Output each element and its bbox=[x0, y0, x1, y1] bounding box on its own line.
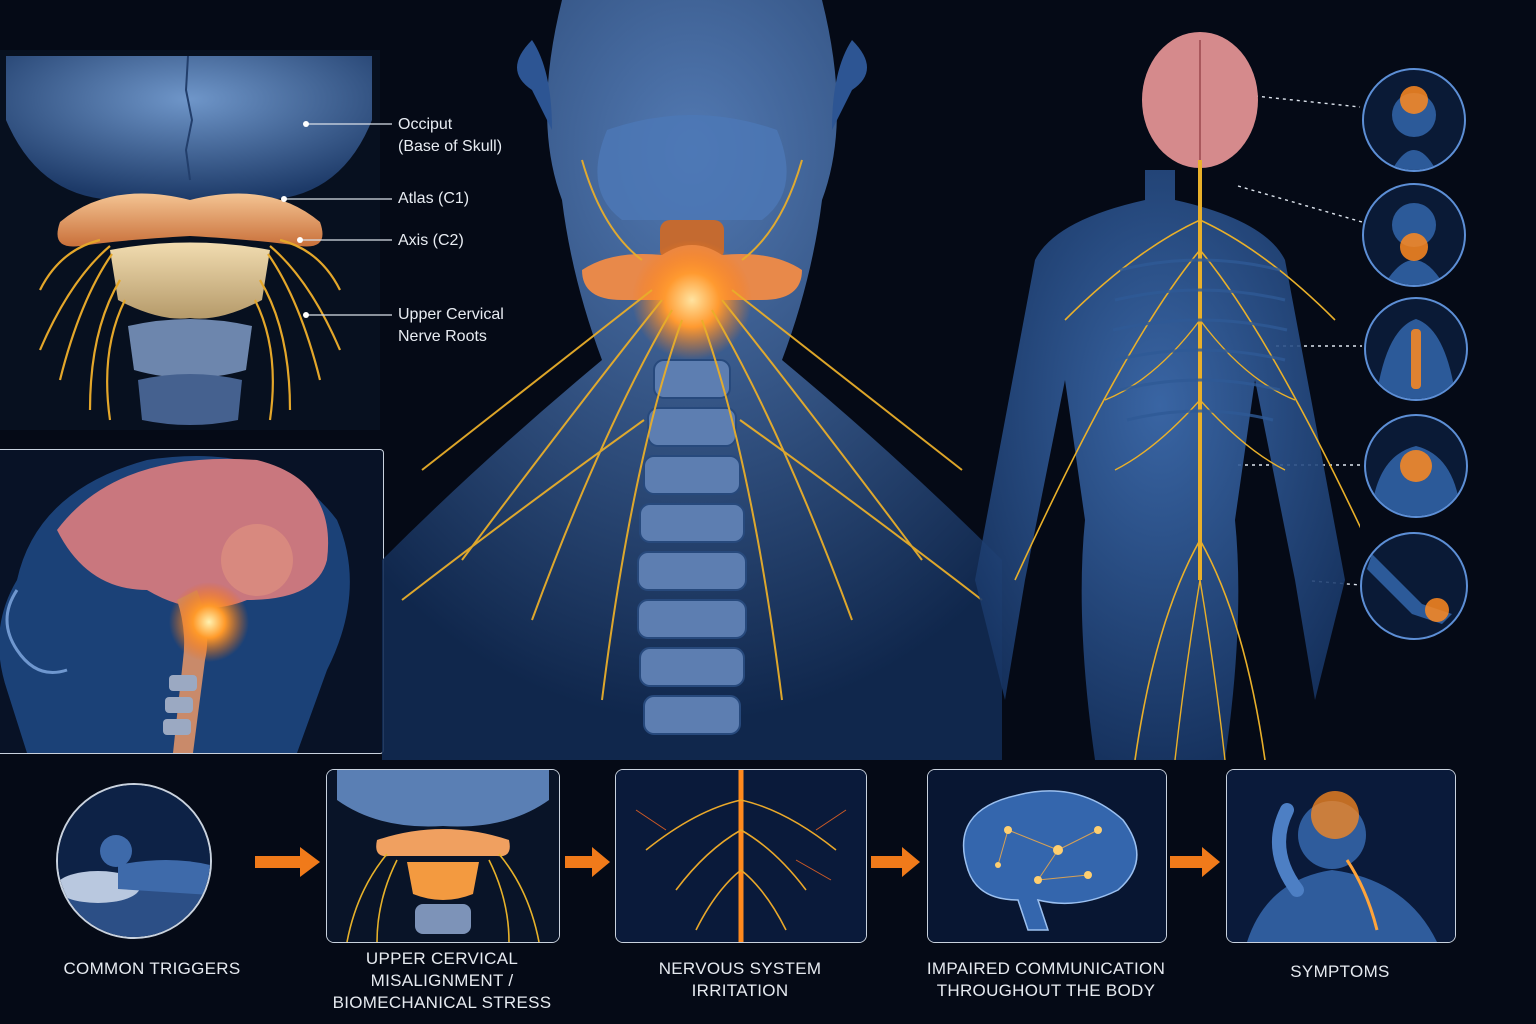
brain-network-icon bbox=[928, 770, 1166, 942]
flow-step-1-label: COMMON TRIGGERS bbox=[63, 959, 241, 978]
label-atlas-c1: Atlas (C1) bbox=[398, 190, 470, 207]
flow-arrow-4 bbox=[1170, 847, 1220, 877]
nerve-roots bbox=[38, 238, 342, 421]
cervical-vertebrae bbox=[637, 359, 747, 735]
symptom-circle-arm-hand bbox=[1360, 532, 1468, 640]
spinal-nerves-icon bbox=[616, 770, 866, 942]
head-symptom-icon bbox=[1392, 86, 1436, 170]
pain-glow bbox=[169, 582, 249, 662]
flow-step-5-image bbox=[1226, 769, 1456, 943]
flow-step-2-label: UPPER CERVICAL MISALIGNMENT / BIOMECHANI… bbox=[332, 949, 552, 1012]
symptom-circle-shoulders bbox=[1364, 414, 1468, 518]
sleeping-person-icon bbox=[58, 785, 210, 937]
upper-back-symptom-icon bbox=[1376, 319, 1456, 399]
cerebellum bbox=[221, 524, 293, 596]
symptom-circle-head bbox=[1362, 68, 1466, 172]
label-axis-c2: Axis (C2) bbox=[398, 232, 464, 249]
spinal-cord-and-nerves bbox=[1014, 160, 1360, 760]
axis-c2 bbox=[110, 242, 270, 319]
body-silhouette bbox=[975, 170, 1345, 760]
flow-step-4-image bbox=[927, 769, 1167, 943]
flow-step-5-label: SYMPTOMS bbox=[1290, 962, 1390, 981]
ribcage bbox=[1112, 258, 1288, 422]
flow-step-3-label: NERVOUS SYSTEM IRRITATION bbox=[658, 959, 822, 1000]
cervical-nerves bbox=[401, 159, 983, 701]
neck-symptom-icon bbox=[1384, 203, 1444, 285]
cervical-vertebrae-icon bbox=[327, 770, 559, 942]
upper-cervical-closeup-panel bbox=[0, 50, 380, 430]
flow-step-1-image bbox=[56, 783, 212, 939]
head-pain-icon bbox=[1227, 770, 1455, 942]
full-body-illustration bbox=[975, 32, 1360, 760]
atlas-c1 bbox=[57, 193, 323, 247]
upper-cervical-illustration bbox=[0, 50, 380, 430]
flow-arrow-1 bbox=[255, 847, 320, 877]
sagittal-head-illustration bbox=[0, 456, 350, 753]
flow-step-3-image bbox=[615, 769, 867, 943]
flow-arrow-2 bbox=[565, 847, 610, 877]
neck-spine-illustration bbox=[382, 0, 1002, 760]
full-body-panel bbox=[955, 20, 1360, 760]
arm-hand-symptom-icon bbox=[1367, 554, 1452, 624]
flow-arrow-3 bbox=[871, 847, 920, 877]
symptom-circle-neck bbox=[1362, 183, 1466, 287]
symptom-circle-upper-back bbox=[1364, 297, 1468, 401]
shoulders-symptom-icon bbox=[1371, 446, 1461, 516]
sagittal-head-panel bbox=[0, 449, 384, 754]
neck-spine-panel bbox=[382, 0, 1002, 760]
label-occiput: Occiput (Base of Skull) bbox=[398, 116, 503, 155]
label-nerve-roots: Upper Cervical Nerve Roots bbox=[398, 306, 504, 345]
flow-step-4-label: IMPAIRED COMMUNICATION THROUGHOUT THE BO… bbox=[926, 959, 1166, 1000]
flow-step-2-image bbox=[326, 769, 560, 943]
occiput-bone bbox=[6, 56, 372, 200]
